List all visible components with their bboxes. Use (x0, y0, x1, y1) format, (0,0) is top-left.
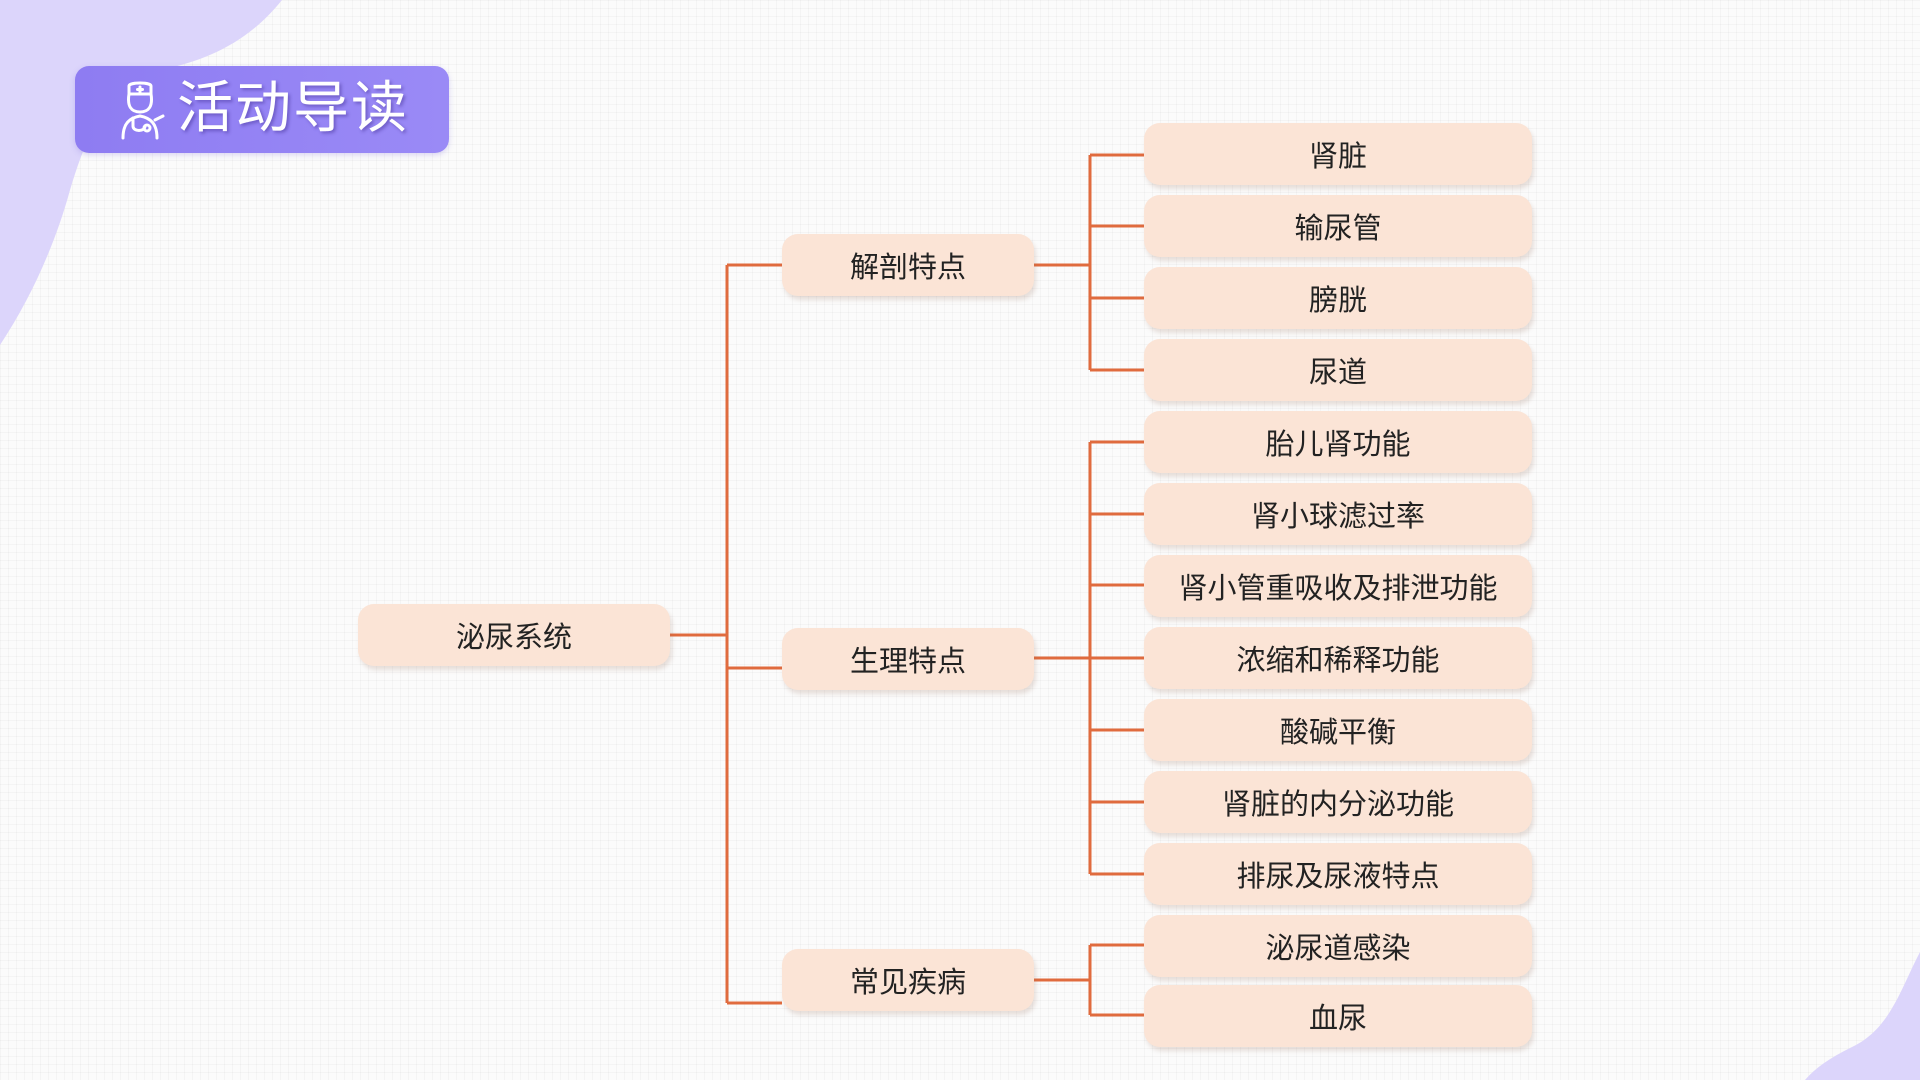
nurse-doctor-icon (121, 81, 165, 140)
root-node: 泌尿系统 (358, 604, 670, 666)
leaf-node: 排尿及尿液特点 (1144, 843, 1532, 905)
leaf-node: 肾脏 (1144, 123, 1532, 185)
leaf-node: 胎儿肾功能 (1144, 411, 1532, 473)
section-header-badge: 活动导读 (75, 66, 449, 153)
leaf-node: 肾脏的内分泌功能 (1144, 771, 1532, 833)
leaf-node: 泌尿道感染 (1144, 915, 1532, 977)
leaf-node: 肾小管重吸收及排泄功能 (1144, 555, 1532, 617)
leaf-node: 输尿管 (1144, 195, 1532, 257)
leaf-node: 酸碱平衡 (1144, 699, 1532, 761)
leaf-node: 尿道 (1144, 339, 1532, 401)
leaf-node: 膀胱 (1144, 267, 1532, 329)
branch-node-diseases: 常见疾病 (782, 949, 1034, 1011)
leaf-node: 浓缩和稀释功能 (1144, 627, 1532, 689)
page-title: 活动导读 (177, 76, 409, 141)
leaf-node: 肾小球滤过率 (1144, 483, 1532, 545)
branch-node-anatomy: 解剖特点 (782, 234, 1034, 296)
leaf-node: 血尿 (1144, 985, 1532, 1047)
branch-node-physiology: 生理特点 (782, 628, 1034, 690)
